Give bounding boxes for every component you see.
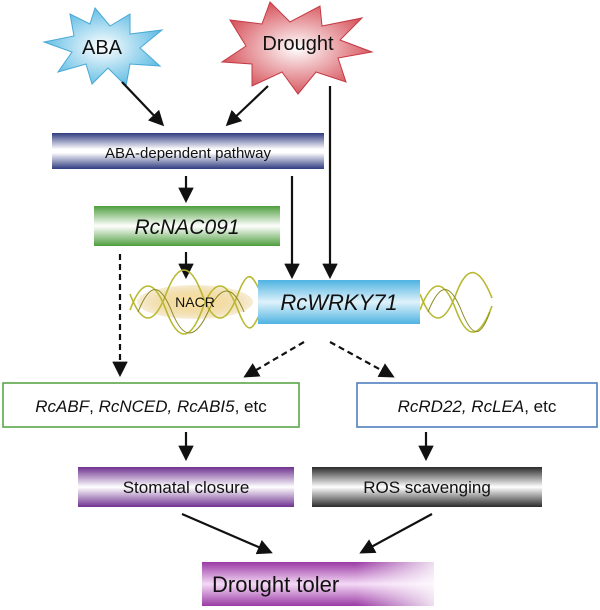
aba-label: ABA bbox=[82, 37, 123, 59]
arrow-ros-to-tolerance bbox=[359, 513, 433, 554]
dashed-arrow-wrky-to-left-genes bbox=[243, 341, 305, 378]
rcnac091-bar: RcNAC091 bbox=[94, 206, 280, 246]
right-genes-part2: , etc bbox=[524, 397, 557, 416]
outcome-arrows bbox=[178, 432, 434, 462]
dashed-arrows bbox=[112, 254, 395, 378]
drought-tolerance-label: Drought toler bbox=[212, 572, 339, 597]
aba-burst: ABA bbox=[42, 6, 164, 88]
drought-tolerance-bar: Drought toler bbox=[202, 562, 436, 606]
ros-scavenging-label: ROS scavenging bbox=[363, 478, 491, 497]
arrow-drought-to-pathway bbox=[225, 85, 269, 127]
pathway-arrows bbox=[178, 176, 300, 280]
ros-scavenging-bar: ROS scavenging bbox=[312, 467, 542, 507]
arrow-stomatal-to-tolerance bbox=[181, 512, 273, 555]
left-genes-part4: , etc bbox=[235, 397, 268, 416]
rcwrky71-box: RcWRKY71 bbox=[258, 280, 420, 324]
left-genes-part1: RcABF bbox=[35, 397, 90, 416]
right-genes-text: RcRD22, RcLEA, etc bbox=[398, 397, 557, 416]
left-genes-part3: RcNCED, RcABI5 bbox=[99, 397, 236, 416]
left-genes-text: RcABF, RcNCED, RcABI5, etc bbox=[35, 397, 267, 416]
nacr-label: NACR bbox=[175, 294, 215, 310]
aba-pathway-bar: ABA-dependent pathway bbox=[52, 133, 324, 169]
left-genes-part2: , bbox=[89, 397, 98, 416]
stimulus-arrows bbox=[121, 81, 338, 280]
aba-pathway-label: ABA-dependent pathway bbox=[105, 145, 271, 162]
drought-label: Drought bbox=[262, 33, 334, 55]
arrow-aba-to-pathway bbox=[121, 81, 165, 127]
left-genes-box: RcABF, RcNCED, RcABI5, etc bbox=[2, 382, 300, 428]
right-genes-box: RcRD22, RcLEA, etc bbox=[356, 382, 598, 428]
stomatal-closure-bar: Stomatal closure bbox=[78, 467, 294, 507]
right-genes-part1: RcRD22, RcLEA bbox=[398, 397, 525, 416]
dashed-arrow-wrky-to-right-genes bbox=[329, 341, 395, 378]
rcwrky71-label: RcWRKY71 bbox=[280, 290, 397, 315]
stomatal-closure-label: Stomatal closure bbox=[123, 478, 250, 497]
drought-burst: Drought bbox=[220, 1, 374, 95]
dna-helix bbox=[129, 269, 493, 335]
tolerance-fade-overlay bbox=[356, 562, 436, 606]
tolerance-arrows bbox=[181, 512, 433, 555]
rcnac091-label: RcNAC091 bbox=[134, 216, 239, 239]
